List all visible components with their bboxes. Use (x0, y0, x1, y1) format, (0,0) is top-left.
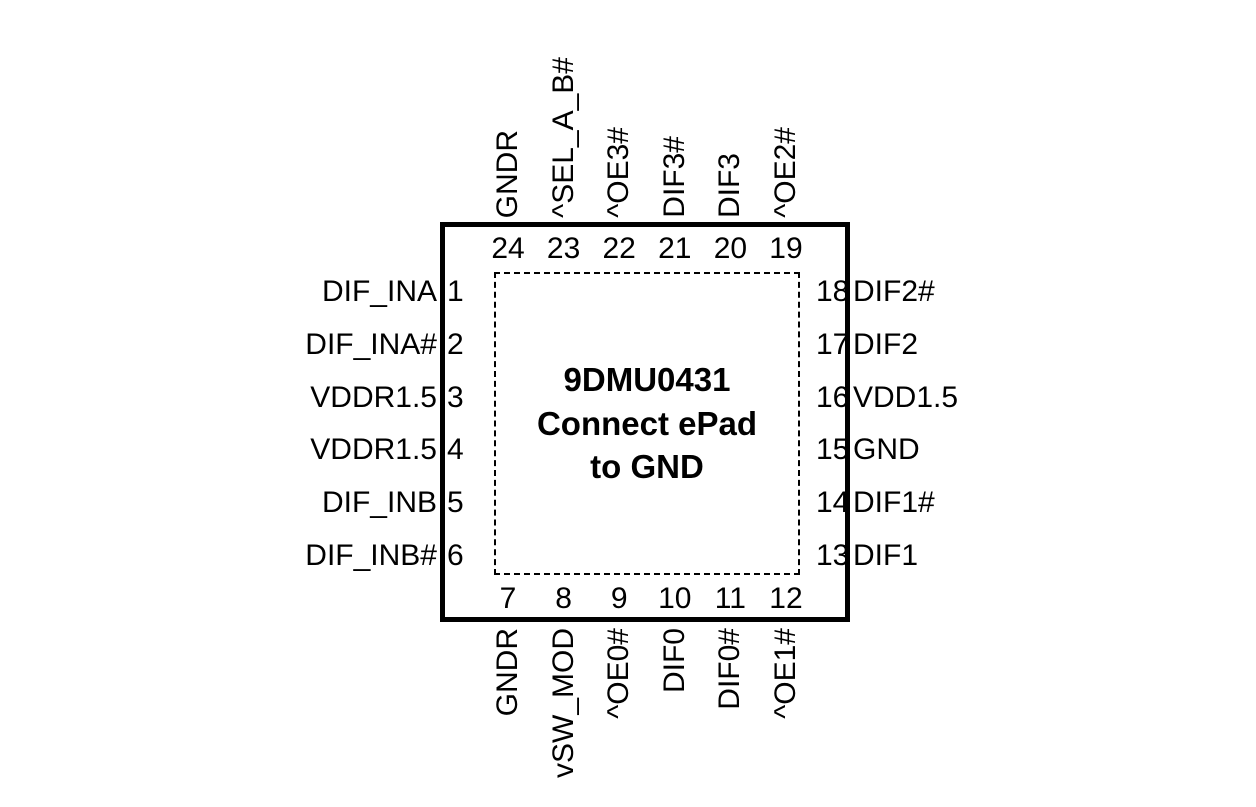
pin-number-8: 8 (555, 582, 572, 615)
top-pin-label-cell: DIF3 (708, 0, 752, 218)
package-outline (440, 222, 850, 622)
bottom-pin-label-cell: ^OE1# (764, 628, 808, 807)
left-pin-labels: DIF_INA DIF_INA# VDDR1.5 VDDR1.5 DIF_INB… (120, 274, 437, 574)
pin-label-4: VDDR1.5 (310, 433, 437, 467)
pin-label-15: GND (853, 433, 920, 467)
pin-label-16: VDD1.5 (853, 380, 959, 414)
bottom-pin-numbers: 7 8 9 10 11 12 (486, 580, 808, 618)
pin-label-13: DIF1 (853, 538, 919, 572)
pin-number-22: 22 (602, 232, 636, 265)
bottom-pin-label-cell: GNDR (486, 628, 530, 807)
pin-label-22: ^OE3# (602, 127, 636, 218)
pin-number-15: 15 (816, 433, 850, 467)
pin-label-23: ^SEL_A_B# (546, 57, 580, 218)
pin-label-17: DIF2 (853, 327, 919, 361)
pin-label-12: ^OE1# (768, 628, 802, 719)
part-marking: 9DMU0431 Connect ePad to GND (494, 272, 800, 575)
pin-number-12: 12 (769, 582, 803, 615)
bottom-pin-labels: GNDR vSW_MOD ^OE0# DIF0 DIF0# ^OE1# (486, 628, 808, 807)
pin-number-11: 11 (714, 582, 746, 615)
pin-number-7: 7 (499, 582, 517, 615)
bottom-pin-label-cell: vSW_MOD (542, 628, 586, 807)
pin-label-8: vSW_MOD (546, 628, 580, 778)
pin-number-21: 21 (658, 232, 692, 265)
pin-number-9: 9 (610, 582, 628, 615)
pin-label-7: GNDR (491, 628, 524, 717)
pin-number-16: 16 (816, 380, 850, 414)
pin-label-24: GNDR (491, 129, 524, 218)
pin-number-10: 10 (658, 582, 692, 615)
pin-label-20: DIF3 (713, 152, 747, 218)
pin-label-5: DIF_INB (321, 486, 437, 520)
top-pin-label-cell: ^OE2# (764, 0, 808, 218)
pin-label-6: DIF_INB# (305, 538, 437, 572)
pin-number-24: 24 (491, 232, 525, 265)
pin-label-10: DIF0 (657, 628, 691, 694)
pin-label-9: ^OE0# (602, 628, 636, 719)
pin-number-23: 23 (546, 232, 581, 265)
pin-number-5: 5 (447, 486, 464, 520)
pin-number-20: 20 (713, 232, 748, 265)
top-pin-label-cell: DIF3# (653, 0, 697, 218)
top-pin-labels: GNDR ^SEL_A_B# ^OE3# DIF3# DIF3 ^OE2# (486, 0, 808, 218)
pin-number-19: 19 (769, 232, 803, 265)
pin-number-14: 14 (816, 486, 850, 520)
bottom-pin-label-cell: ^OE0# (597, 628, 641, 807)
right-pin-numbers: 18 17 16 15 14 13 (816, 274, 850, 574)
top-pin-label-cell: GNDR (486, 0, 530, 218)
right-pin-labels: DIF2# DIF2 VDD1.5 GND DIF1# DIF1 (853, 274, 1173, 574)
bottom-pin-label-cell: DIF0# (708, 628, 752, 807)
epad-note-line1: Connect ePad (536, 404, 758, 442)
pin-number-2: 2 (447, 327, 464, 361)
pin-label-11: DIF0# (713, 628, 747, 710)
pin-label-19: ^OE2# (768, 127, 802, 218)
bottom-pin-label-cell: DIF0 (653, 628, 697, 807)
top-pin-label-cell: ^SEL_A_B# (542, 0, 586, 218)
pin-number-17: 17 (816, 327, 850, 361)
pin-number-1: 1 (447, 275, 464, 308)
top-pin-numbers: 24 23 22 21 20 19 (486, 230, 808, 268)
exposed-pad-epad (494, 272, 800, 575)
pin-label-14: DIF1# (853, 486, 935, 520)
pin-number-13: 13 (816, 538, 850, 572)
pin-label-2: DIF_INA# (305, 327, 437, 361)
pin-label-18: DIF2# (853, 275, 935, 308)
left-pin-numbers: 1 2 3 4 5 6 (447, 274, 481, 574)
pin-number-18: 18 (816, 275, 850, 308)
pin-number-4: 4 (447, 433, 464, 467)
part-number: 9DMU0431 (563, 361, 731, 399)
pin-label-3: VDDR1.5 (310, 380, 437, 414)
pin-number-3: 3 (447, 380, 464, 414)
pin-label-21: DIF3# (657, 136, 691, 218)
epad-note-line2: to GND (590, 448, 704, 486)
pin-label-1: DIF_INA (321, 275, 437, 308)
pin-number-6: 6 (447, 538, 464, 572)
top-pin-label-cell: ^OE3# (597, 0, 641, 218)
